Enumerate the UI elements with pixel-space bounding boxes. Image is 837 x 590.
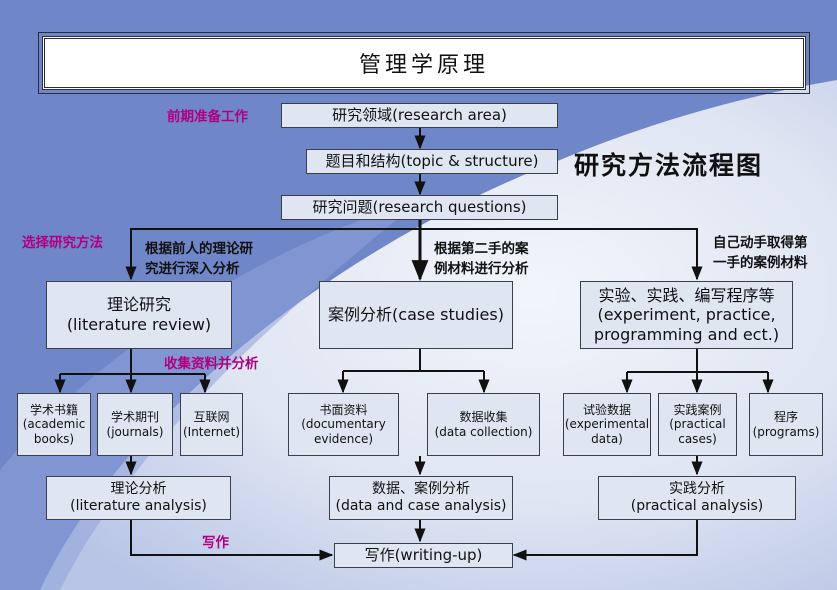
method-experiment-practice: 实验、实践、编写程序等(experiment, practice,program… (580, 281, 793, 349)
label-collect-analyze: 收集资料并分析 (164, 356, 259, 372)
note-secondhand-cases: 根据第二手的案例材料进行分析 (434, 241, 529, 277)
source-internet: 互联网(Internet) (180, 393, 243, 456)
page-title: 管理学原理 (358, 53, 489, 78)
analysis-practical: 实践分析(practical analysis) (598, 476, 796, 520)
label-preparation: 前期准备工作 (167, 109, 248, 125)
title-banner: 管理学原理 (38, 32, 810, 94)
method-case-studies: 案例分析(case studies) (319, 281, 513, 349)
source-data-collection: 数据收集(data collection) (427, 393, 540, 456)
label-writing: 写作 (202, 535, 229, 551)
note-firsthand-cases: 自己动手取得第一手的案例材料 (713, 235, 808, 271)
step-research-questions: 研究问题(research questions) (281, 195, 558, 220)
step-topic-structure: 题目和结构(topic & structure) (306, 149, 558, 174)
step-writing-up: 写作(writing-up) (334, 543, 513, 568)
step-research-area: 研究领域(research area) (281, 103, 558, 128)
method-literature-review: 理论研究(literature review) (46, 281, 232, 349)
note-previous-research: 根据前人的理论研究进行深入分析 (145, 241, 253, 277)
analysis-literature: 理论分析(literature analysis) (46, 476, 231, 520)
source-programs: 程序(programs) (749, 393, 823, 456)
source-journals: 学术期刊(journals) (97, 393, 173, 456)
analysis-data-case: 数据、案例分析(data and case analysis) (329, 476, 513, 520)
diagram-title: 研究方法流程图 (574, 151, 764, 180)
label-choose-method: 选择研究方法 (22, 235, 103, 251)
